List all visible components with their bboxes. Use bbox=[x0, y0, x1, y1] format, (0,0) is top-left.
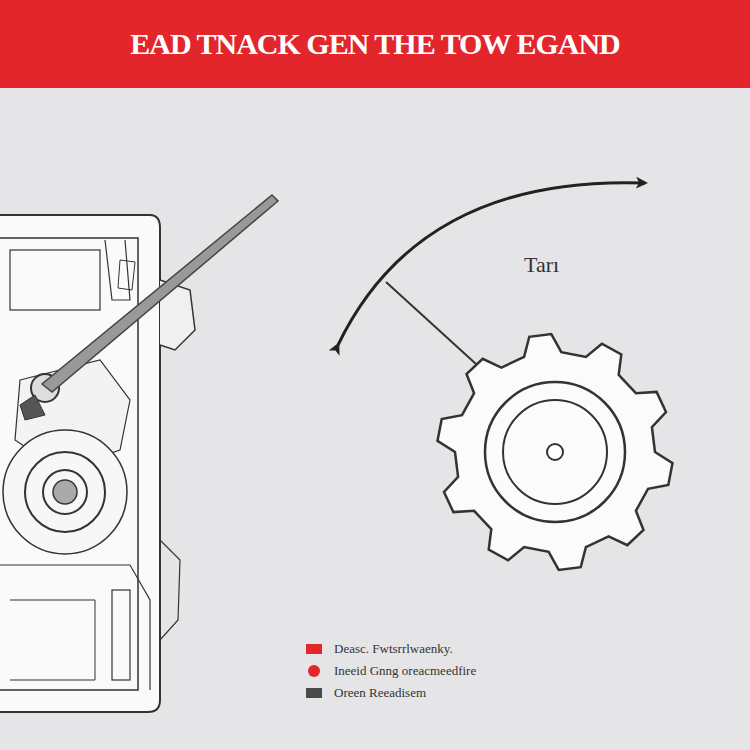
legend-row: Deasc. Fwtsrrlwaenky. bbox=[306, 638, 476, 660]
rotation-arrow bbox=[338, 183, 645, 345]
legend-text: Oreen Reeadisem bbox=[334, 685, 426, 701]
gear bbox=[438, 334, 673, 570]
legend-swatch bbox=[308, 665, 320, 677]
legend-text: Ineeid Gnng oreacmeedfire bbox=[334, 663, 476, 679]
legend-row: Ineeid Gnng oreacmeedfire bbox=[306, 660, 476, 682]
lever-rod bbox=[42, 195, 278, 392]
legend-text: Deasc. Fwtsrrlwaenky. bbox=[334, 641, 453, 657]
legend: Deasc. Fwtsrrlwaenky. Ineeid Gnng oreacme… bbox=[306, 638, 476, 704]
legend-swatch bbox=[306, 644, 322, 654]
rotation-label: Tarı bbox=[522, 252, 561, 278]
legend-swatch bbox=[306, 688, 322, 698]
legend-row: Oreen Reeadisem bbox=[306, 682, 476, 704]
leader-line bbox=[386, 282, 476, 364]
title: EAD TNACK GEN THE TOW EGAND bbox=[0, 27, 750, 61]
